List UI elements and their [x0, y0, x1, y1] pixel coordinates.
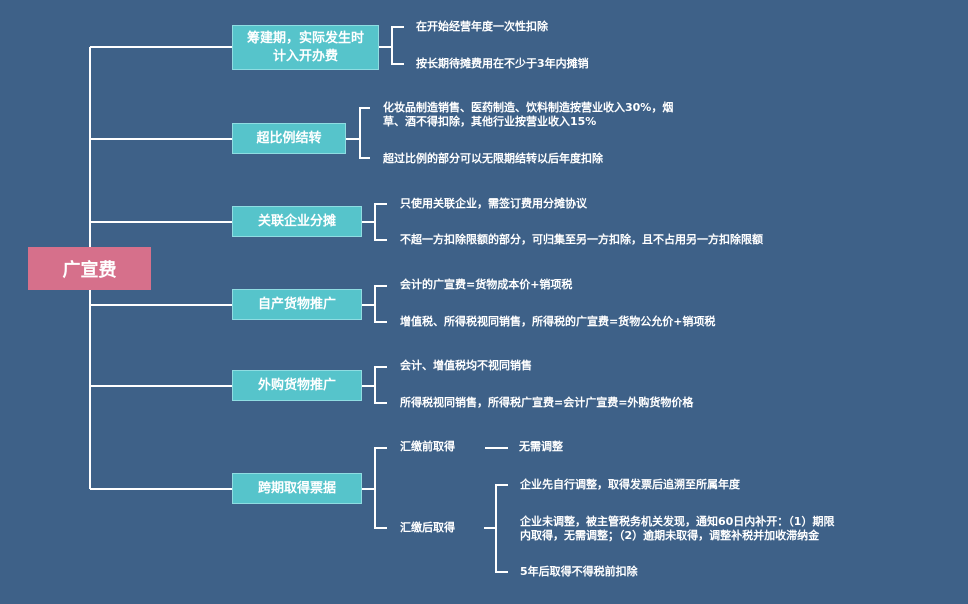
leaf: 按长期待摊费用在不少于3年内摊销	[416, 57, 589, 70]
branch-startup-period: 筹建期，实际发生时计入开办费	[232, 25, 379, 70]
leaf: 会计的广宣费=货物成本价+销项税	[400, 278, 573, 291]
root-node: 广宣费	[28, 247, 151, 290]
branch-self-produced-goods: 自产货物推广	[232, 289, 362, 320]
leaf: 不超一方扣除限额的部分，可归集至另一方扣除，且不占用另一方扣除限额	[400, 233, 763, 246]
leaf: 汇缴后取得	[400, 521, 455, 534]
leaf: 化妆品制造销售、医药制造、饮料制造按营业收入30%，烟	[383, 101, 674, 114]
branch-purchased-goods: 外购货物推广	[232, 370, 362, 401]
leaf: 在开始经营年度一次性扣除	[416, 20, 548, 33]
branch-excess-carryover: 超比例结转	[232, 123, 346, 154]
leaf: 只使用关联企业，需签订费用分摊协议	[400, 197, 587, 210]
leaf: 所得税视同销售，所得税广宣费=会计广宣费=外购货物价格	[400, 396, 694, 409]
leaf: 汇缴前取得	[400, 440, 455, 453]
leaf: 5年后取得不得税前扣除	[520, 565, 638, 578]
leaf: 草、酒不得扣除，其他行业按营业收入15%	[383, 115, 597, 128]
branch-affiliate-sharing: 关联企业分摊	[232, 206, 362, 237]
branch-cross-period-invoices: 跨期取得票据	[232, 473, 362, 504]
leaf: 企业先自行调整，取得发票后追溯至所属年度	[520, 478, 740, 491]
leaf: 企业未调整，被主管税务机关发现，通知60日内补开：（1）期限	[520, 515, 835, 528]
leaf: 增值税、所得税视同销售，所得税的广宣费=货物公允价+销项税	[400, 315, 716, 328]
leaf: 无需调整	[519, 440, 563, 453]
leaf: 内取得，无需调整；（2）逾期未取得，调整补税并加收滞纳金	[520, 529, 820, 542]
leaf: 会计、增值税均不视同销售	[400, 359, 532, 372]
leaf: 超过比例的部分可以无限期结转以后年度扣除	[383, 152, 603, 165]
